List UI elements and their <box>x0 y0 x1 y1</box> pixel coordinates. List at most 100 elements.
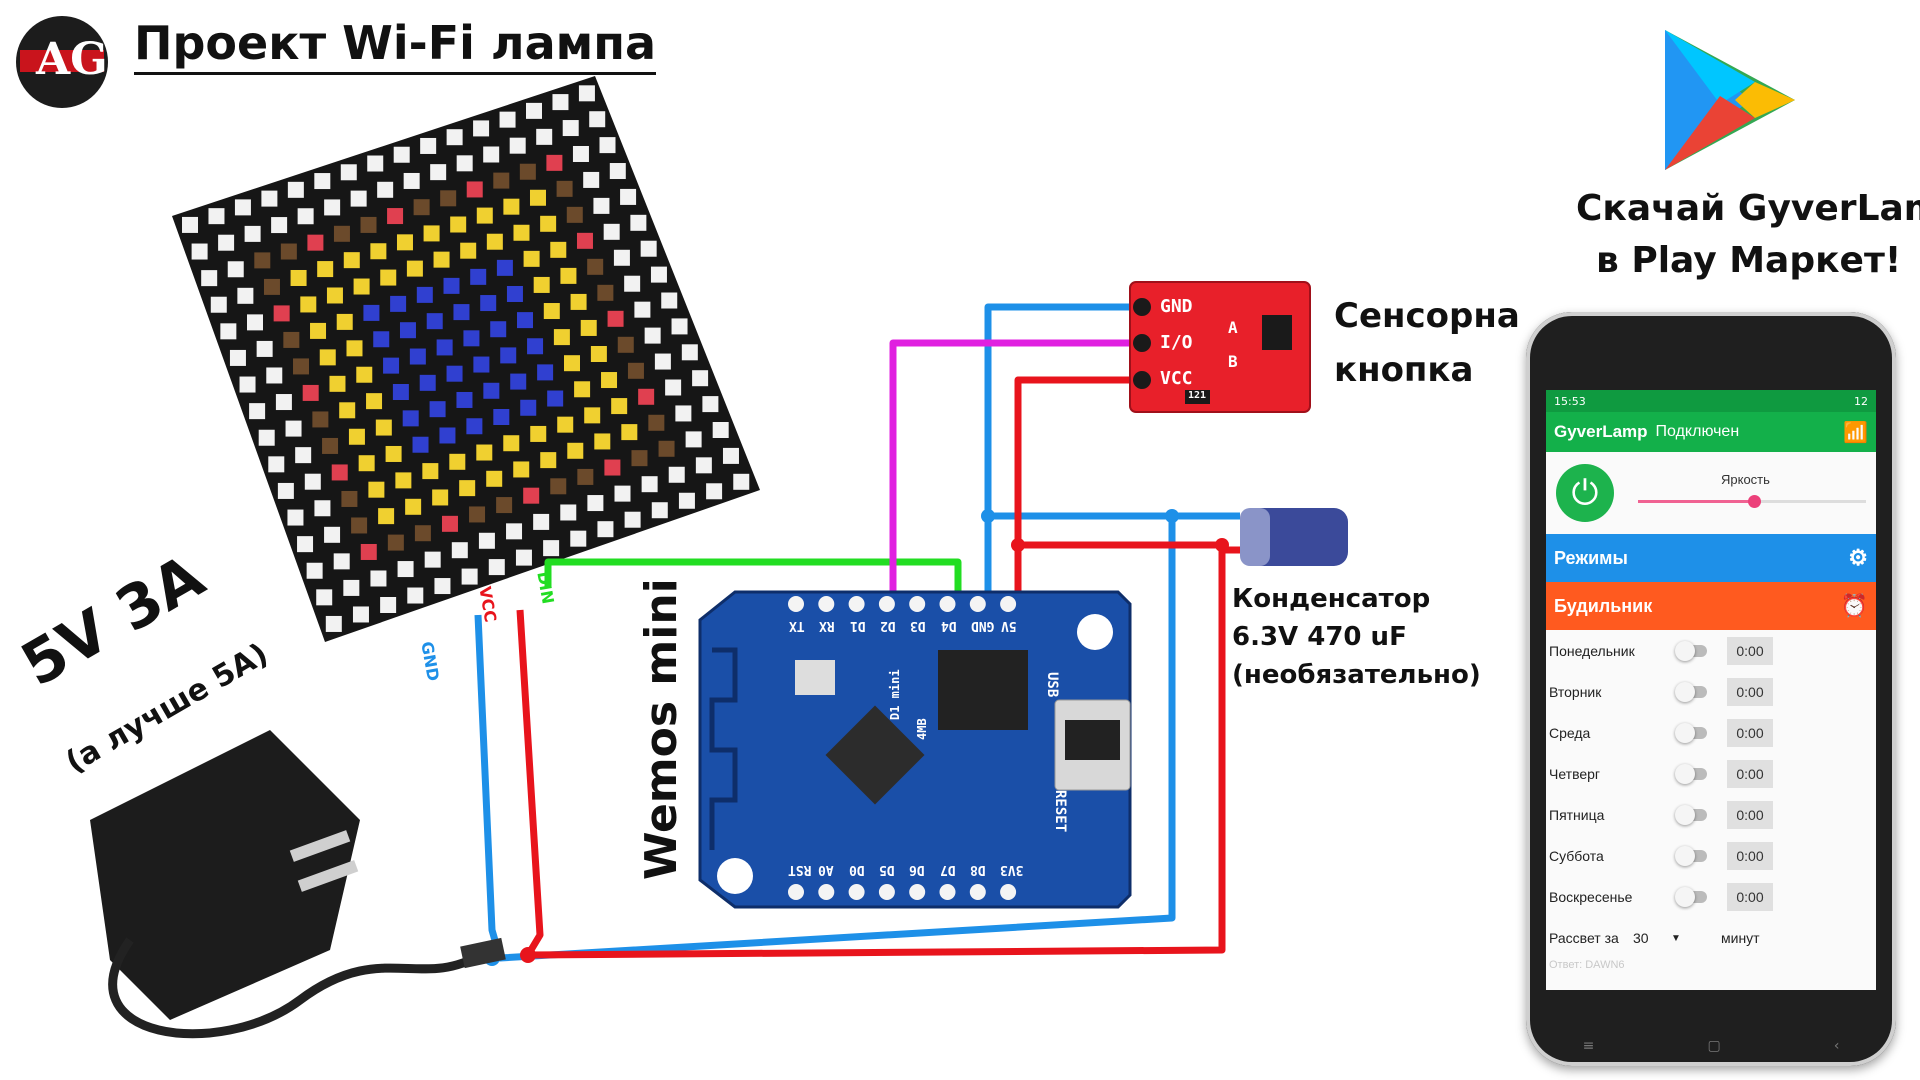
led-pixel <box>552 94 569 111</box>
led-pixel <box>661 292 678 309</box>
alarm-time-button[interactable]: 0:00 <box>1727 841 1773 870</box>
led-pixel <box>540 452 557 469</box>
led-pixel <box>658 440 675 457</box>
led-pixel <box>483 146 500 163</box>
led-pixel <box>407 587 424 604</box>
board-pin-label-d1: D1 <box>849 618 866 633</box>
led-pixel <box>314 500 331 517</box>
alarm-day-toggle[interactable] <box>1675 681 1707 702</box>
power-button[interactable]: ⏻ <box>1556 464 1614 522</box>
brightness-label: Яркость <box>1721 472 1770 487</box>
dawn-unit: минут <box>1721 930 1760 946</box>
brightness-slider-thumb[interactable] <box>1748 495 1762 508</box>
led-pixel <box>627 362 644 379</box>
alarm-day-label: Четверг <box>1549 765 1601 782</box>
led-pixel <box>613 249 630 266</box>
dawn-label: Рассвет за <box>1549 930 1619 946</box>
led-pixel <box>530 425 547 442</box>
wire-vcc <box>516 376 1226 959</box>
alarm-time-button[interactable]: 0:00 <box>1727 759 1773 788</box>
led-pixel <box>377 181 394 198</box>
alarm-time-button[interactable]: 0:00 <box>1727 677 1773 706</box>
led-pixel <box>668 466 685 483</box>
led-pixel <box>333 553 350 570</box>
led-pixel <box>319 349 336 366</box>
dawn-select[interactable]: 30 <box>1633 930 1649 946</box>
led-pixel <box>572 145 589 162</box>
led-pixel <box>550 478 567 495</box>
led-pixel <box>509 137 526 154</box>
alarm-day-toggle[interactable] <box>1675 845 1707 866</box>
led-pixel <box>566 206 583 223</box>
alarm-day-toggle[interactable] <box>1675 763 1707 784</box>
board-pin-label-5v: 5V <box>1001 618 1017 633</box>
led-pixel <box>493 409 510 426</box>
led-pixel <box>300 296 317 313</box>
led-pixel <box>578 85 595 102</box>
led-pixel <box>543 540 560 557</box>
board-pin-d8 <box>969 884 986 900</box>
led-pixel <box>478 532 495 549</box>
led-pixel <box>547 390 564 407</box>
led-pixel <box>324 199 341 216</box>
chevron-down-icon[interactable]: ▼ <box>1671 932 1681 944</box>
alarm-section[interactable]: Будильник ⏰ <box>1546 582 1876 630</box>
led-pixel <box>678 492 695 509</box>
board-pin-label-a0: A0 <box>818 862 834 877</box>
led-pixel <box>392 383 409 400</box>
led-pixel <box>519 163 536 180</box>
board-pin-label-d7: D7 <box>939 862 956 877</box>
board-silk-usb: USB <box>1044 672 1060 698</box>
brightness-slider[interactable] <box>1638 495 1866 508</box>
wifi-icon[interactable]: 📶 <box>1843 421 1868 444</box>
alarm-time-button[interactable]: 0:00 <box>1727 636 1773 665</box>
led-pixel <box>537 364 554 381</box>
alarm-time-button[interactable]: 0:00 <box>1727 882 1773 911</box>
led-pixel <box>476 444 493 461</box>
led-pixel <box>271 217 288 234</box>
led-pixel <box>297 536 314 553</box>
led-pixel <box>429 401 446 418</box>
led-pixel <box>280 243 297 260</box>
wire-din <box>544 558 962 604</box>
led-pixel <box>287 509 304 526</box>
led-pixel <box>283 331 300 348</box>
led-pixel <box>390 295 407 312</box>
phone-screen: 15:53 12 GyverLamp Подключен 📶 ⏻ Яркость… <box>1546 390 1876 990</box>
home-icon[interactable]: ▢ <box>1707 1038 1721 1054</box>
led-pixel <box>393 146 410 163</box>
led-pixel <box>503 435 520 452</box>
led-pixel <box>419 374 436 391</box>
menu-icon[interactable]: ≡ <box>1582 1038 1595 1054</box>
led-pixel <box>432 489 449 506</box>
led-pixel <box>451 542 468 559</box>
led-pixel <box>395 472 412 489</box>
led-pixel <box>446 129 463 146</box>
board-pin-label-d6: D6 <box>909 862 925 877</box>
led-pixel <box>266 367 283 384</box>
alarm-day-toggle[interactable] <box>1675 640 1707 661</box>
led-pixel <box>385 445 402 462</box>
gear-icon[interactable]: ⚙ <box>1848 545 1868 570</box>
led-pixel <box>268 456 285 473</box>
wire-io <box>889 339 1142 604</box>
led-pixel <box>403 172 420 189</box>
led-pixel <box>500 347 517 364</box>
alarm-day-toggle[interactable] <box>1675 886 1707 907</box>
led-pixel <box>201 270 218 287</box>
led-pixel <box>695 457 712 474</box>
alarm-day-toggle[interactable] <box>1675 722 1707 743</box>
led-pixel <box>556 180 573 197</box>
back-icon[interactable]: ‹ <box>1833 1038 1840 1054</box>
led-pixel <box>546 154 563 171</box>
alarm-time-button[interactable]: 0:00 <box>1727 718 1773 747</box>
led-pixel <box>553 329 570 346</box>
board-pin-gnd <box>969 596 986 612</box>
clock-icon[interactable]: ⏰ <box>1840 593 1868 618</box>
modes-section[interactable]: Режимы ⚙ <box>1546 534 1876 582</box>
alarm-day-toggle[interactable] <box>1675 804 1707 825</box>
led-pixel <box>681 344 698 361</box>
alarm-time-button[interactable]: 0:00 <box>1727 800 1773 829</box>
led-pixel <box>490 321 507 338</box>
